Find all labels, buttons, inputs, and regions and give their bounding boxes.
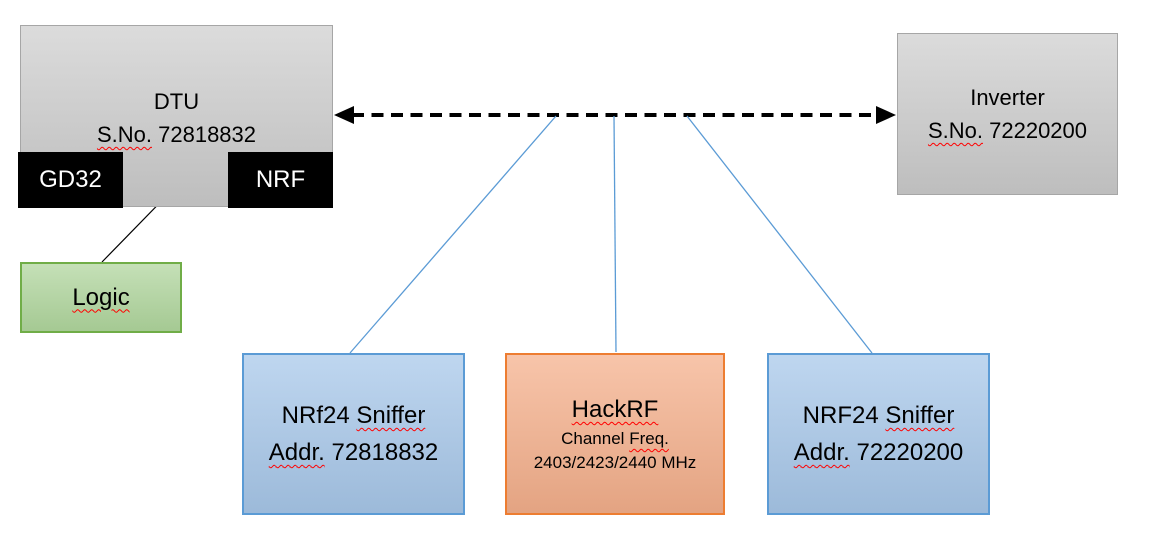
sniffer-right-node: NRF24 Sniffer Addr. 72220200 [767, 353, 990, 515]
dtu-sno-label: S.No. [96, 122, 152, 147]
fan-line-sniffer-right [686, 115, 873, 354]
inverter-title: Inverter [970, 85, 1045, 110]
hackrf-node: HackRF Channel Freq. 2403/2423/2440 MHz [505, 353, 725, 515]
dtu-title: DTU [153, 89, 200, 114]
sniffer-right-title: NRF24 Sniffer [803, 397, 955, 434]
sniffer-right-model: NRF24 [802, 402, 879, 429]
inverter-serial-line: S.No. 72220200 [928, 114, 1087, 147]
sniffer-left-model: NRf24 [281, 402, 350, 429]
hackrf-channel-label: Channel [561, 429, 625, 448]
sniffer-left-address: 72818832 [331, 439, 439, 466]
logic-label: Logic [72, 283, 130, 311]
inverter-node: Inverter S.No. 72220200 [897, 33, 1118, 195]
inverter-serial-number: 72220200 [989, 118, 1088, 143]
hackrf-frequencies: 2403/2423/2440 MHz [533, 453, 697, 472]
sniffer-left-addr-label: Addr. [268, 439, 325, 466]
hackrf-title: HackRF [572, 393, 659, 427]
gd32-node: GD32 [18, 152, 123, 208]
fan-line-hackrf [613, 115, 617, 353]
sniffer-left-title: NRf24 Sniffer [282, 397, 426, 434]
sniffer-right-address-line: Addr. 72220200 [794, 434, 964, 471]
dtu-serial-number: 72818832 [158, 122, 257, 147]
sniffer-left-role: Sniffer [356, 402, 426, 429]
hackrf-freq-label: Freq. [629, 429, 669, 448]
dtu-serial-line: S.No. 72818832 [97, 118, 256, 151]
gd32-label: GD32 [39, 166, 102, 193]
sniffer-right-addr-label: Addr. [793, 439, 850, 466]
logic-node: Logic [20, 262, 182, 333]
hackrf-title-text: HackRF [571, 396, 659, 423]
arrowhead-right-icon [876, 106, 896, 124]
sniffer-right-address: 72220200 [856, 439, 964, 466]
hackrf-channel-line: Channel Freq. [561, 427, 669, 451]
nrf-label: NRF [255, 166, 306, 193]
fan-line-sniffer-left [349, 115, 557, 354]
sniffer-left-address-line: Addr. 72818832 [269, 434, 439, 471]
sniffer-right-role: Sniffer [885, 402, 955, 429]
inverter-sno-label: S.No. [927, 118, 983, 143]
sniffer-left-node: NRf24 Sniffer Addr. 72818832 [242, 353, 465, 515]
arrowhead-left-icon [334, 106, 354, 124]
nrf-node: NRF [228, 152, 333, 208]
